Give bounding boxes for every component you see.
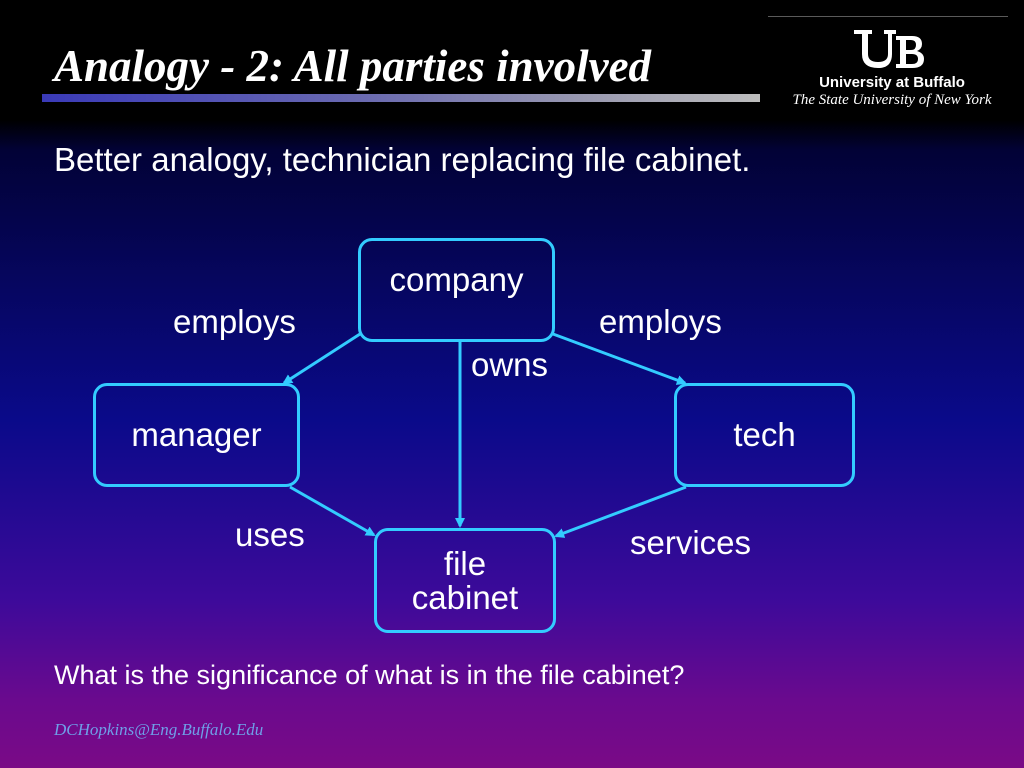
slide-question: What is the significance of what is in t… [54, 660, 685, 690]
node-file-cabinet: file cabinet [374, 528, 556, 633]
ub-logo-mark [854, 30, 924, 68]
edge-label-uses: uses [235, 516, 305, 553]
title-underline [42, 94, 760, 102]
arrow-tech-to-file-cabinet [554, 485, 687, 538]
logo-divider [768, 16, 1008, 17]
edge-label-employs-manager: employs [173, 303, 296, 340]
slide-title: Analogy - 2: All parties involved [54, 41, 652, 91]
node-manager: manager [93, 383, 300, 487]
logo-university-name: University at Buffalo [819, 74, 965, 91]
logo-university-subtitle: The State University of New York [792, 92, 992, 108]
node-file-cabinet-label-line1: file [443, 544, 487, 582]
arrow-company-to-tech [552, 332, 687, 385]
node-manager-label: manager [131, 416, 262, 453]
edge-label-services: services [630, 524, 752, 561]
node-tech: tech [674, 383, 855, 487]
arrow-company-to-manager [282, 332, 361, 385]
footer-email: DCHopkins@Eng.Buffalo.Edu [54, 720, 264, 739]
node-tech-label: tech [733, 416, 796, 453]
node-company-label: company [389, 261, 524, 298]
edge-label-owns: owns [471, 346, 549, 383]
slide-subtitle: Better analogy, technician replacing fil… [54, 141, 751, 178]
arrow-manager-to-file-cabinet [289, 485, 376, 537]
university-logo: University at Buffalo The State Universi… [768, 16, 1008, 112]
node-file-cabinet-label-line2: cabinet [411, 578, 519, 616]
edge-label-employs-tech: employs [599, 303, 722, 340]
node-company: company [358, 238, 555, 342]
